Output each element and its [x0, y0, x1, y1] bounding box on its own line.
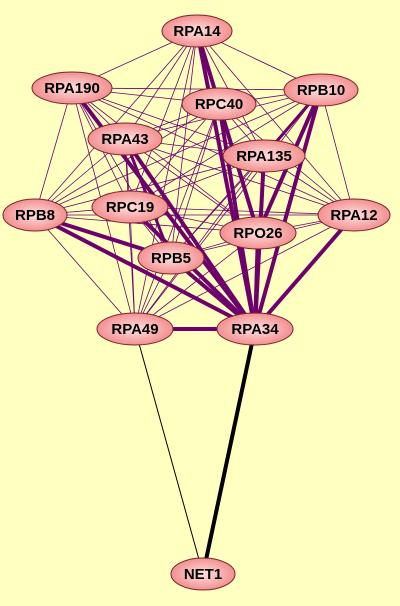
node-rpa12[interactable]: RPA12	[317, 198, 391, 232]
node-label: RPA135	[236, 148, 292, 165]
node-label: RPB5	[151, 250, 191, 267]
node-rpb8[interactable]: RPB8	[2, 198, 68, 232]
node-label: RPC19	[106, 199, 154, 216]
node-ellipse	[87, 122, 163, 156]
node-ellipse	[216, 312, 294, 346]
node-label: NET1	[184, 566, 222, 583]
node-rpc40[interactable]: RPC40	[181, 87, 257, 121]
edge-rpa135-rpa49	[134, 155, 265, 330]
edge-rpa135-rpb5	[170, 155, 265, 259]
edge-rpc40-rpb8	[34, 103, 220, 216]
node-label: RPA14	[173, 23, 221, 40]
edge-rpc40-rpa34	[217, 102, 257, 331]
node-ellipse	[222, 139, 306, 173]
edge-rpa12-rpa49	[134, 214, 355, 330]
node-ellipse	[161, 14, 233, 48]
node-rpa14[interactable]: RPA14	[161, 14, 233, 48]
node-label: RPB8	[15, 207, 55, 224]
edge-rpa135-rpb8	[34, 155, 265, 216]
edge-rpa12-rpa34	[253, 213, 356, 331]
node-ellipse	[317, 198, 391, 232]
edge-rpa49-net1	[134, 328, 204, 575]
edge-rpa43-rpo26	[124, 138, 259, 234]
edge-rpc40-rpb5	[170, 103, 220, 259]
node-rpa135[interactable]: RPA135	[222, 139, 306, 173]
edge-rpa14-rpa49	[134, 30, 198, 330]
node-label: RPB10	[297, 82, 345, 99]
node-ellipse	[96, 312, 174, 346]
edge-rpa190-rpa12	[71, 87, 355, 216]
edge-rpb10-rpa49	[134, 89, 322, 330]
node-label: RPA190	[44, 80, 100, 97]
edge-rpb10-rpb8	[34, 89, 322, 216]
node-rpa190[interactable]: RPA190	[31, 71, 113, 105]
node-rpc19[interactable]: RPC19	[91, 190, 169, 224]
edge-rpb8-rpa49	[34, 214, 136, 330]
node-rpo26[interactable]: RPO26	[219, 216, 297, 250]
edge-rpa190-rpb8	[34, 87, 73, 216]
node-ellipse	[181, 87, 257, 121]
node-ellipse	[31, 71, 113, 105]
node-rpa49[interactable]: RPA49	[96, 312, 174, 346]
node-net1[interactable]: NET1	[170, 557, 236, 591]
edge-rpa34-net1	[201, 327, 257, 576]
node-rpb10[interactable]: RPB10	[283, 73, 359, 107]
node-label: RPA12	[330, 207, 377, 224]
edge-rpa190-rpo26	[71, 87, 259, 234]
node-ellipse	[137, 241, 205, 275]
edge-rpb8-rpa34	[33, 213, 257, 331]
edge-rpb10-rpa12	[320, 89, 355, 216]
node-rpa34[interactable]: RPA34	[216, 312, 294, 346]
edge-rpa14-rpa43	[124, 30, 198, 140]
node-ellipse	[283, 73, 359, 107]
edge-rpa190-rpb10	[71, 87, 322, 91]
edge-rpc19-rpa49	[129, 206, 136, 330]
node-label: RPA34	[231, 321, 279, 338]
edge-rpa43-rpa34	[123, 137, 257, 331]
node-ellipse	[91, 190, 169, 224]
edge-rpb10-rpa34	[253, 88, 323, 331]
edge-rpa43-rpa12	[124, 138, 355, 216]
node-rpb5[interactable]: RPB5	[137, 241, 205, 275]
node-label: RPA49	[111, 321, 158, 338]
node-rpa43[interactable]: RPA43	[87, 122, 163, 156]
node-label: RPO26	[233, 225, 282, 242]
node-ellipse	[2, 198, 68, 232]
node-ellipse	[170, 557, 236, 591]
edge-rpa14-rpa12	[196, 30, 355, 216]
node-ellipse	[219, 216, 297, 250]
node-label: RPC40	[195, 96, 243, 113]
node-label: RPA43	[101, 131, 148, 148]
